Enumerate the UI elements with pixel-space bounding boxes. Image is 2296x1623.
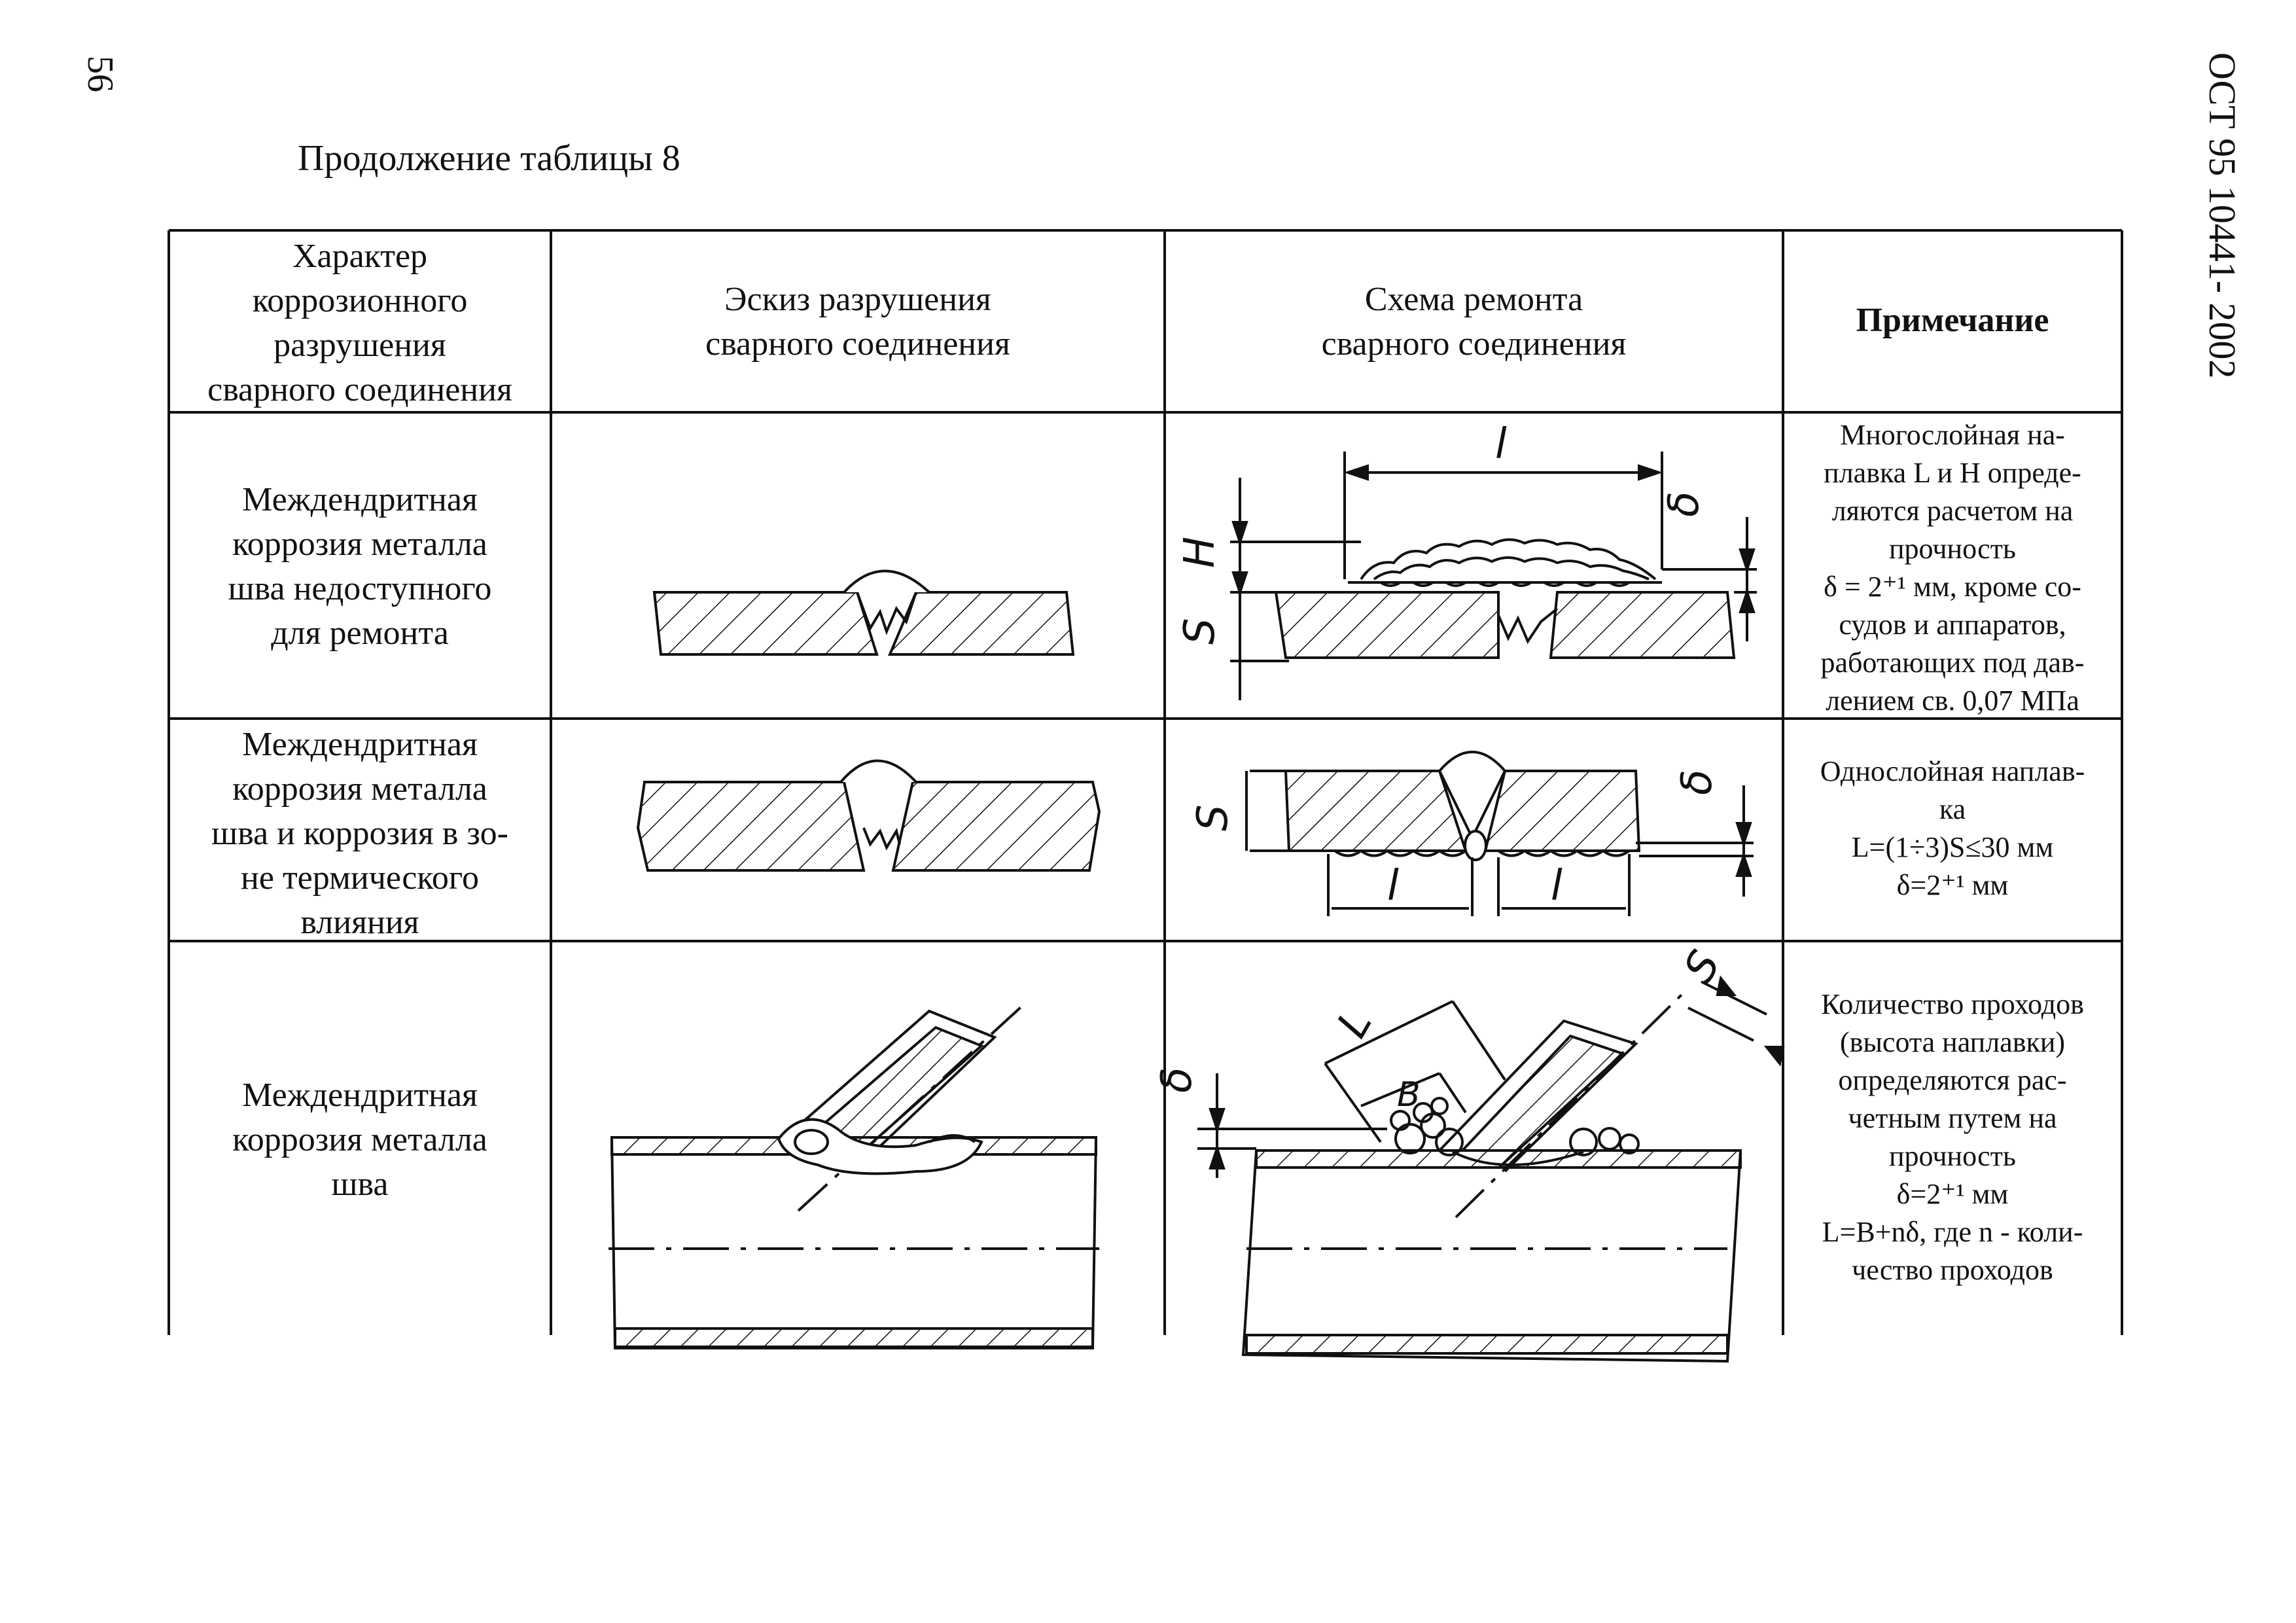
row3-label-l: L — [1328, 1001, 1382, 1046]
row3-note: Количество проходов (высота наплавки) оп… — [1821, 988, 2084, 1286]
row1-label-l: l — [1495, 420, 1507, 469]
row1-label-s: S — [1176, 618, 1224, 645]
row1-label-delta: δ — [1660, 491, 1708, 517]
row2-label-l1: l — [1387, 862, 1399, 910]
row2-label-delta: δ — [1673, 770, 1722, 795]
header-note: Примечание — [1856, 302, 2049, 339]
row2-damage-sketch — [636, 759, 1101, 872]
row2-label-l2: l — [1551, 862, 1563, 910]
row3-label-delta: δ — [1153, 1067, 1201, 1093]
row1-character: Междендритная коррозия металла шва недос… — [228, 481, 492, 652]
row2-note: Однослойная наплав- ка L=(1÷3)S≤30 мм δ=… — [1820, 755, 2085, 901]
row1-repair-sketch — [1230, 452, 1757, 700]
row3-repair-sketch — [1197, 975, 1785, 1363]
header-character: Характер коррозионного разрушения сварно… — [207, 238, 512, 408]
row1-label-h: H — [1176, 537, 1224, 568]
row3-damage-sketch — [609, 1000, 1099, 1349]
row1-note: Многослойная на- плавка L и H опреде- ля… — [1820, 419, 2085, 717]
row2-character: Междендритная коррозия металла шва и кор… — [211, 726, 508, 941]
row1-damage-sketch — [652, 569, 1075, 656]
row2-repair-sketch — [1245, 751, 1754, 916]
table-title: Продолжение таблицы 8 — [298, 138, 680, 179]
row3-character: Междендритная коррозия металла шва — [232, 1077, 487, 1203]
row2-label-s: S — [1189, 804, 1237, 831]
header-sketch: Эскиз разрушения сварного соединения — [705, 281, 1010, 363]
row3-label-s: S — [1675, 943, 1730, 990]
row3-label-b: B — [1397, 1075, 1421, 1115]
header-repair: Схема ремонта сварного соединения — [1321, 281, 1627, 363]
